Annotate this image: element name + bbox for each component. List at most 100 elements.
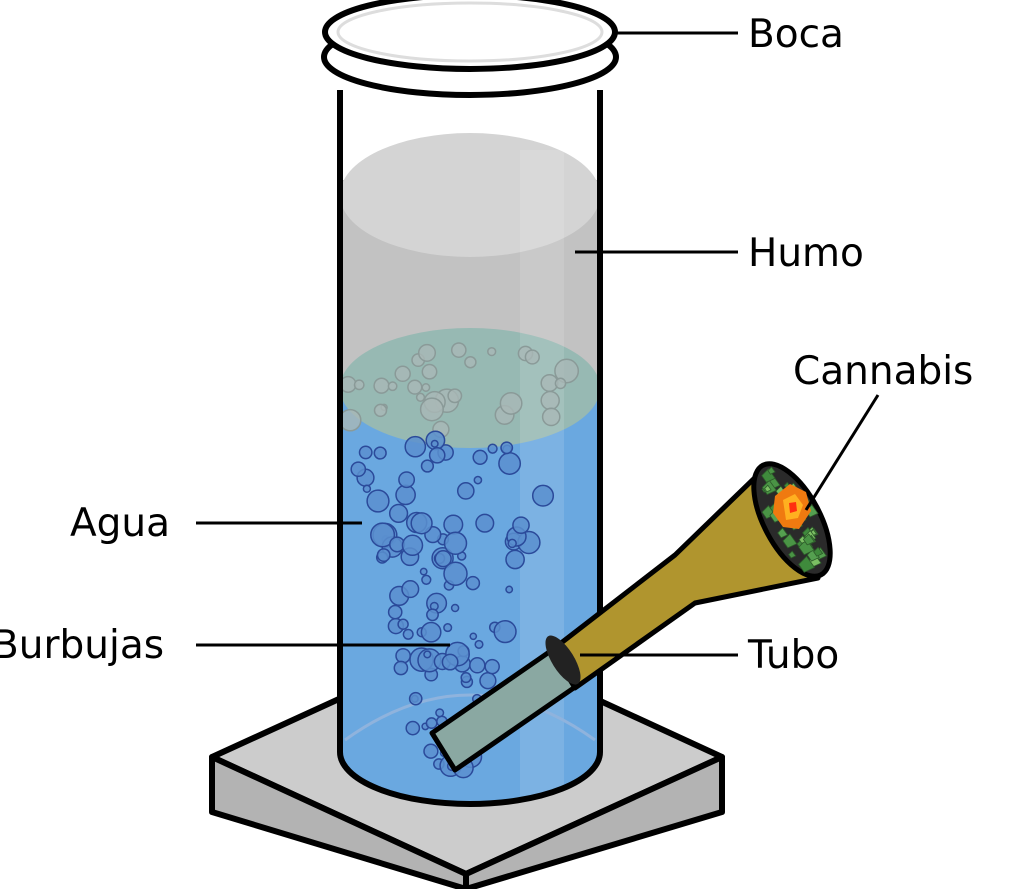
bubble — [447, 388, 463, 404]
label-agua: Agua — [70, 501, 170, 546]
bubble — [350, 461, 367, 478]
bubble — [373, 377, 390, 394]
bubble — [401, 534, 424, 557]
label-tubo: Tubo — [747, 633, 839, 678]
bubble — [387, 604, 403, 620]
herb-flake — [788, 550, 797, 559]
bubble — [484, 658, 500, 675]
bubble — [387, 381, 398, 392]
herb-flake — [764, 484, 772, 493]
bubble — [421, 383, 431, 392]
bubble — [505, 585, 514, 594]
bubble — [443, 514, 464, 535]
tube-mouth-rim-upper — [322, 0, 618, 72]
herb-flake — [802, 533, 815, 546]
bubble — [430, 439, 439, 448]
bubble — [415, 392, 426, 402]
bubble — [541, 407, 561, 427]
bubble — [408, 691, 423, 706]
label-boca: Boca — [748, 12, 844, 57]
bubble — [366, 489, 390, 513]
bubble — [388, 503, 409, 524]
bubble — [405, 720, 421, 736]
bubble — [469, 657, 486, 674]
bubble — [435, 708, 445, 718]
herb-flake — [798, 555, 816, 573]
bubble — [456, 482, 475, 500]
bubble — [402, 628, 414, 640]
bubble — [426, 608, 439, 622]
bubble — [376, 548, 391, 563]
bubble — [498, 452, 522, 475]
bubble — [358, 445, 373, 460]
bubble — [493, 619, 517, 644]
bubble — [464, 355, 477, 369]
stem-collar — [545, 635, 581, 685]
herb-flake — [767, 466, 776, 475]
leader-cannabis — [804, 394, 880, 511]
bubble — [407, 379, 423, 395]
downstem — [429, 461, 833, 773]
bubble — [373, 446, 387, 460]
bubble — [373, 403, 388, 418]
bubble — [505, 549, 525, 570]
bubble — [441, 653, 459, 671]
bubble — [419, 567, 428, 576]
bubble — [394, 365, 411, 383]
bubble — [479, 672, 497, 690]
bubble — [395, 647, 411, 664]
bubble — [450, 603, 460, 613]
bubble — [474, 639, 484, 649]
bubble — [434, 550, 452, 568]
label-humo: Humo — [748, 231, 864, 276]
herb-flake — [813, 546, 824, 557]
leader-lines — [196, 31, 880, 657]
bubble — [417, 343, 437, 362]
bubble — [423, 743, 439, 759]
bubble — [540, 390, 560, 411]
bubble — [428, 446, 446, 464]
bubble — [512, 516, 530, 535]
bubble — [425, 717, 438, 730]
bubble — [472, 449, 488, 465]
bubble — [443, 623, 453, 633]
bubble — [419, 397, 444, 422]
bubble — [370, 522, 396, 548]
bubble — [473, 475, 483, 485]
bubble — [340, 408, 362, 432]
bubble — [398, 471, 416, 489]
bubble — [465, 575, 481, 591]
bubble — [524, 349, 540, 365]
bubble — [487, 346, 497, 357]
tube — [321, 0, 619, 807]
bubble — [475, 513, 495, 533]
bubble — [450, 342, 467, 358]
bubble — [353, 379, 365, 391]
tube-wall — [337, 90, 603, 807]
bubble — [421, 574, 432, 585]
bubble — [410, 512, 433, 535]
inner-bottom-line — [344, 693, 596, 742]
bubble — [507, 538, 517, 549]
bubble — [500, 441, 514, 455]
bubble — [423, 650, 432, 659]
tube-mouth-opening — [336, 1, 604, 63]
bubble — [395, 484, 416, 506]
herb-flake — [761, 468, 776, 483]
bubble — [443, 531, 468, 555]
base-right-face — [463, 754, 725, 892]
smoke-top-surface — [340, 133, 600, 257]
bubble — [420, 459, 435, 473]
bubble — [421, 363, 438, 380]
bubble — [460, 672, 472, 684]
ember — [773, 484, 811, 529]
label-burbujas: Burbujas — [0, 623, 164, 668]
bubble — [404, 435, 427, 458]
bubble — [531, 484, 555, 507]
bubble — [393, 660, 409, 676]
bubble — [554, 377, 567, 390]
bubble — [554, 358, 580, 384]
herb-flake — [777, 527, 789, 539]
